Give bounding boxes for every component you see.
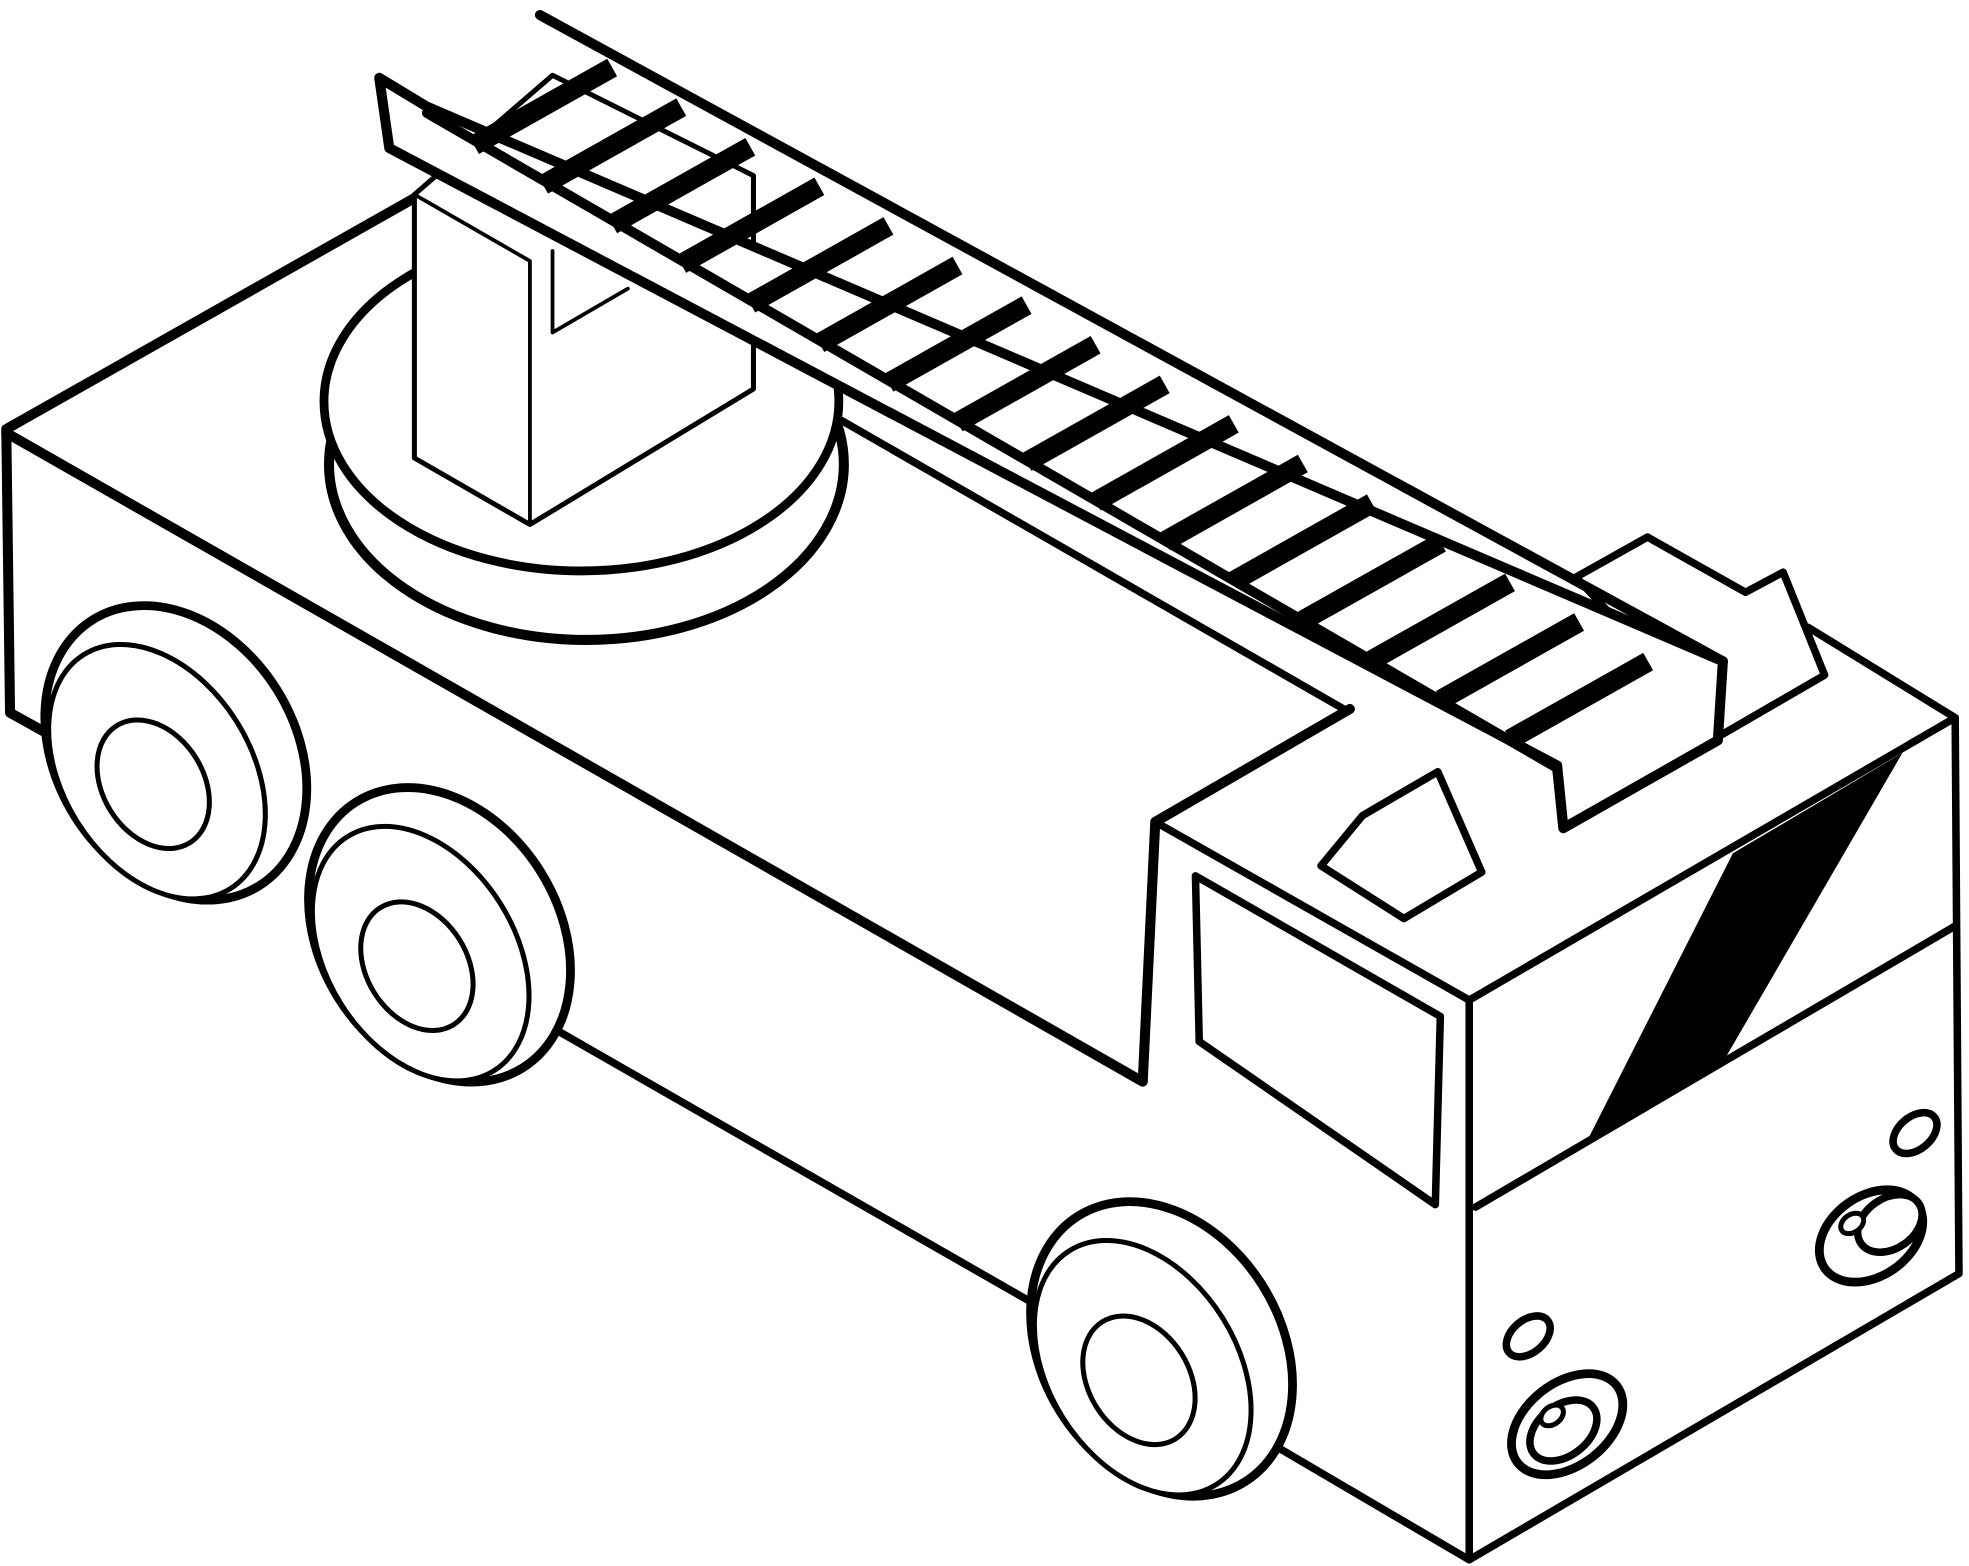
ladder-rung [538, 98, 687, 194]
ladder-rung [745, 217, 894, 313]
wheel [40, 601, 312, 905]
ladder-rung [1366, 573, 1515, 669]
side-window [1191, 872, 1445, 1209]
ladder-rung [676, 177, 825, 273]
ladder-rung [1021, 375, 1170, 471]
ladder-rung [1297, 533, 1446, 630]
ladder-rung [814, 256, 963, 353]
ladder-rung [1228, 494, 1377, 590]
ladder-rung [1436, 613, 1585, 709]
ladder-rung [1090, 415, 1239, 511]
ladder-rung [469, 58, 618, 155]
ladder [374, 10, 1728, 834]
windshield-stripe [1588, 752, 1903, 1139]
ladder-rung [1159, 454, 1308, 551]
ladder-rung [952, 335, 1101, 432]
wheel [304, 783, 575, 1087]
wheels [40, 601, 1297, 1501]
truck-body [1, 189, 1473, 1564]
ladder-rung [1505, 652, 1654, 749]
ladder-rung [883, 296, 1032, 392]
roof-light [1317, 767, 1486, 923]
wheel [1026, 1197, 1297, 1501]
truck-cab [1151, 533, 1963, 1564]
headlights [1502, 1108, 1941, 1480]
ladder-rung [607, 137, 756, 234]
